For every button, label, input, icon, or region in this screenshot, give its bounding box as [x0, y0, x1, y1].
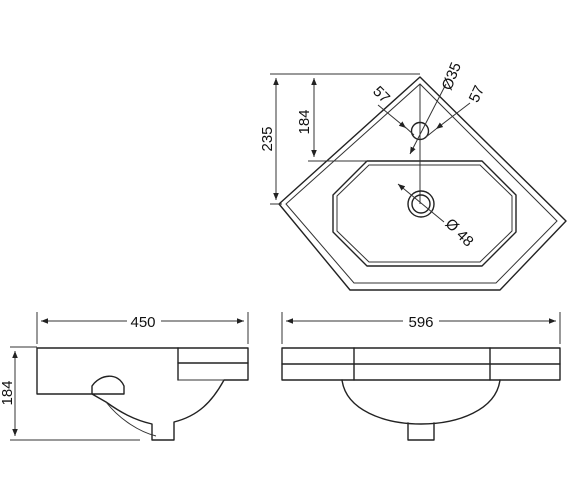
side-view-bowl-curve [105, 401, 157, 437]
waste-outlet-inner [411, 194, 431, 214]
dim-184-top-label: 184 [296, 109, 313, 134]
front-view-waste [407, 422, 435, 441]
side-view-outline [36, 347, 249, 441]
label-bg [403, 313, 439, 329]
front-view: 596 [281, 312, 561, 441]
top-view-outline [278, 76, 567, 291]
top-view-rim [285, 83, 558, 284]
dim-48-leader [397, 183, 445, 223]
dim-57-left-line [377, 104, 407, 129]
top-view-bowl [332, 160, 517, 267]
dim-57-left-label: 57 [369, 83, 393, 107]
dim-596-label: 596 [408, 314, 433, 331]
ext-line [403, 125, 415, 136]
side-view: 450 184 [0, 312, 249, 441]
top-view: 235 184 57 57 Ø35 Ø 48 [259, 60, 567, 291]
dim-35-label: Ø35 [439, 60, 465, 93]
front-view-bowl [341, 379, 501, 425]
dim-57-right-label: 57 [466, 83, 488, 105]
dim-235-label: 235 [259, 126, 276, 151]
waste-outlet [407, 190, 435, 218]
dim-35-leader [409, 83, 447, 155]
tap-hole [410, 121, 430, 141]
label-bg [127, 313, 161, 329]
top-view-bowl-inner [336, 164, 513, 263]
dim-48-label: Ø 48 [442, 215, 477, 250]
dim-450-label: 450 [130, 314, 155, 331]
dim-184-side-label: 184 [0, 380, 16, 405]
dim-57-right-line [435, 102, 471, 130]
ext-line [425, 128, 437, 138]
